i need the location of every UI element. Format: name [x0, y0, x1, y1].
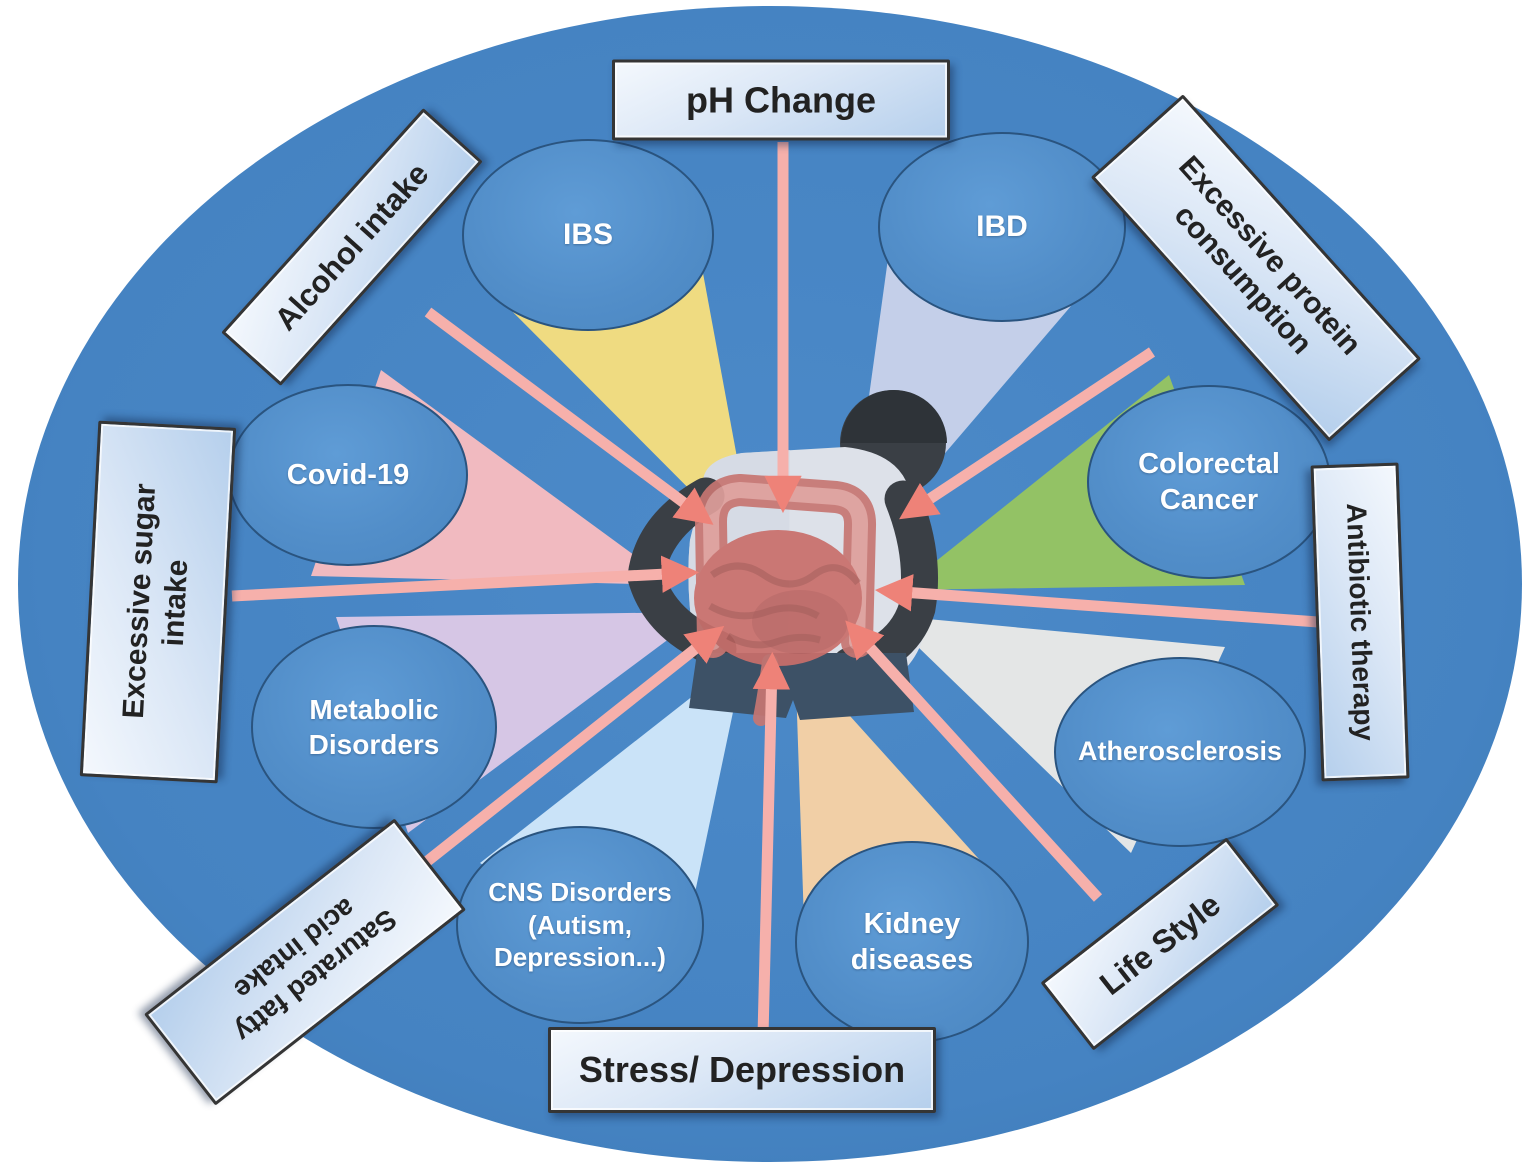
factor-box-excessive-sugar-intake: Excessive sugar intake	[79, 420, 237, 784]
factor-box-stress-depression: Stress/ Depression	[548, 1027, 936, 1113]
disease-circle-ibd: IBD	[878, 132, 1126, 322]
disease-circle-metabolic-disorders: Metabolic Disorders	[251, 625, 497, 829]
factor-label: Stress/ Depression	[578, 1049, 906, 1091]
factor-box-antibiotic-therapy: Antibiotic therapy	[1310, 462, 1410, 782]
arrow-alcohol-intake	[424, 307, 714, 525]
disease-label: Metabolic Disorders	[308, 694, 440, 760]
disease-circle-covid-19: Covid-19	[228, 384, 468, 566]
disease-label: IBD	[976, 210, 1028, 244]
disease-label: Kidney diseases	[850, 907, 974, 976]
arrow-antibiotic-therapy	[874, 574, 1319, 628]
disease-label: Colorectal Cancer	[1138, 447, 1280, 516]
disease-label: IBS	[562, 218, 613, 252]
disease-circle-kidney-diseases: Kidney diseases	[795, 841, 1029, 1043]
disease-circle-ibs: IBS	[462, 139, 714, 331]
factor-label: Antibiotic therapy	[1340, 502, 1380, 742]
disease-label: Atherosclerosis	[1077, 736, 1283, 767]
disease-circle-cns-disorders: CNS Disorders (Autism, Depression...)	[456, 826, 704, 1024]
arrow-stress-depression	[752, 651, 791, 1037]
factor-label: Excessive sugar intake	[116, 482, 195, 720]
factor-box-ph-change: pH Change	[612, 59, 950, 141]
disease-circle-colorectal-cancer: Colorectal Cancer	[1087, 385, 1331, 579]
arrow-saturated-fatty	[392, 625, 725, 891]
factor-label: pH Change	[685, 79, 876, 121]
arrow-life-style	[845, 620, 1103, 902]
disease-label: CNS Disorders (Autism, Depression...)	[488, 877, 672, 973]
arrow-excessive-sugar	[231, 555, 700, 602]
arrow-excessive-protein	[899, 347, 1156, 520]
disease-label: Covid-19	[286, 458, 410, 491]
disease-circle-atherosclerosis: Atherosclerosis	[1054, 657, 1306, 847]
